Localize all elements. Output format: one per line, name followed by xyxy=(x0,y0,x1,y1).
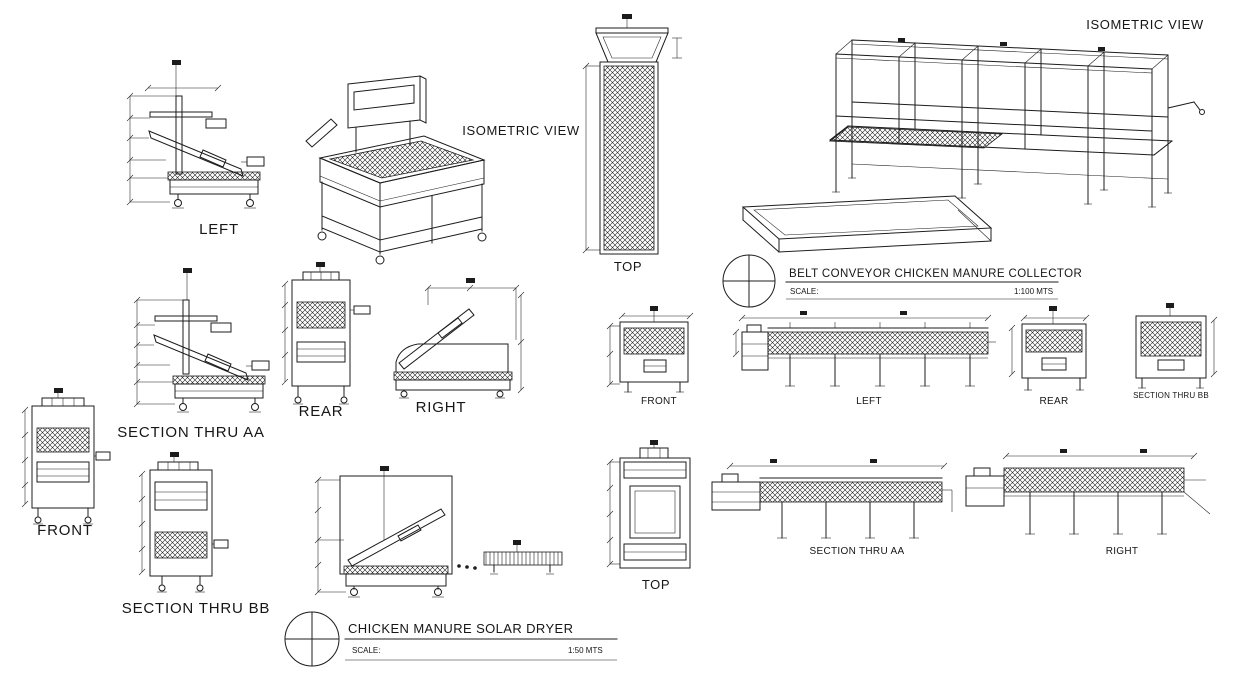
conveyor-front-view xyxy=(606,306,694,393)
dryer-section-aa-view xyxy=(133,268,270,413)
dryer-front-view xyxy=(21,388,111,525)
conveyor-top-label: TOP xyxy=(642,577,670,592)
dryer-top-view xyxy=(582,14,682,255)
dryer-front-label: FRONT xyxy=(37,522,93,539)
dryer-open-section-view xyxy=(314,466,563,598)
conveyor-section-aa-label: SECTION THRU AA xyxy=(810,546,905,557)
conveyor-right-label: RIGHT xyxy=(1106,546,1139,557)
dryer-right-view xyxy=(393,278,525,399)
dryer-rear-view xyxy=(281,262,371,405)
dryer-title-block xyxy=(284,611,618,667)
conveyor-rear-label: REAR xyxy=(1040,396,1069,407)
conveyor-section-aa-view xyxy=(711,459,953,539)
conveyor-section-bb-view xyxy=(1135,303,1218,389)
dryer-section-bb-view xyxy=(138,452,229,593)
dryer-right-label: RIGHT xyxy=(416,399,467,416)
dryer-section-bb-label: SECTION THRU BB xyxy=(122,600,270,617)
conveyor-rear-view xyxy=(1008,306,1090,391)
dryer-left-label: LEFT xyxy=(199,221,239,238)
conveyor-left-label: LEFT xyxy=(856,396,882,407)
dryer-title: CHICKEN MANURE SOLAR DRYER xyxy=(348,621,573,636)
conveyor-right-view xyxy=(965,449,1211,535)
dryer-top-label: TOP xyxy=(614,259,642,274)
dryer-rear-label: REAR xyxy=(299,403,344,420)
conveyor-title-block xyxy=(722,254,1059,308)
conveyor-section-bb-label: SECTION THRU BB xyxy=(1133,391,1209,400)
dryer-isometric-label: ISOMETRIC VIEW xyxy=(462,123,580,138)
conveyor-front-label: FRONT xyxy=(641,396,677,407)
dryer-section-aa-label: SECTION THRU AA xyxy=(117,424,265,441)
conveyor-scale-value: 1:100 MTS xyxy=(1014,287,1053,296)
conveyor-left-view xyxy=(732,311,996,387)
dryer-scale-label: SCALE: xyxy=(352,646,380,655)
conveyor-isometric-label: ISOMETRIC VIEW xyxy=(1086,17,1204,32)
conveyor-isometric-view xyxy=(741,38,1205,253)
dryer-isometric-view xyxy=(305,75,487,265)
dryer-left-view xyxy=(126,60,265,209)
conveyor-title: BELT CONVEYOR CHICKEN MANURE COLLECTOR xyxy=(789,268,1082,280)
dryer-scale-value: 1:50 MTS xyxy=(568,646,603,655)
conveyor-top-view xyxy=(606,440,691,569)
conveyor-scale-label: SCALE: xyxy=(790,287,818,296)
